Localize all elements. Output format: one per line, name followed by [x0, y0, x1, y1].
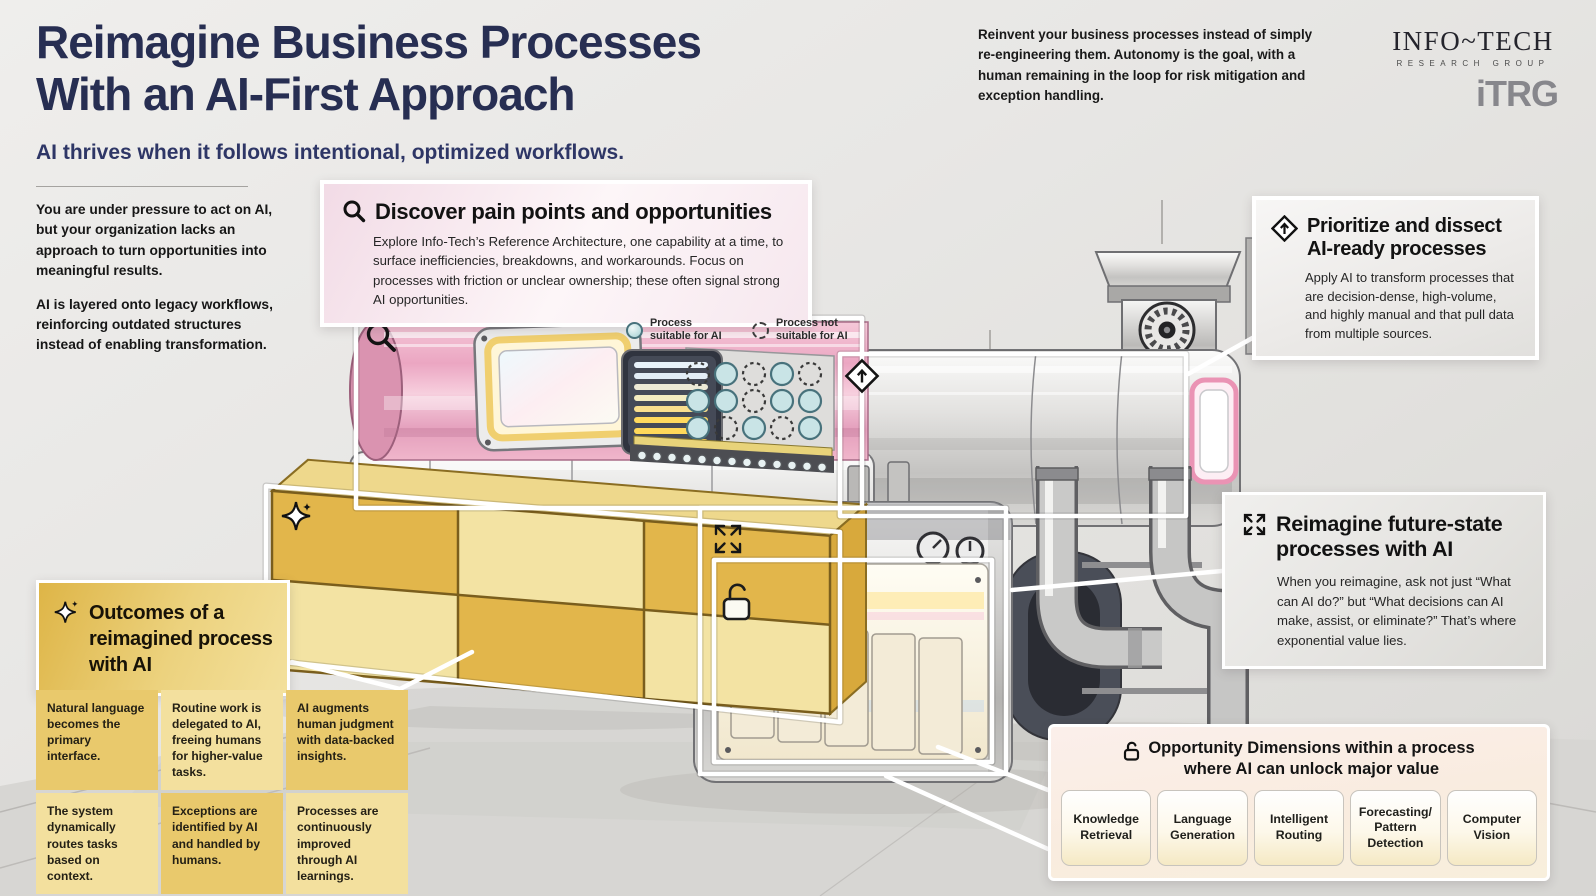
card-prioritize-title: Prioritize and dissect AI-ready processe…	[1307, 215, 1502, 260]
not-suitable-dot-icon	[752, 321, 769, 339]
brand-acronym: iTRG	[1476, 73, 1559, 114]
page-subtitle: AI thrives when it follows intentional, …	[36, 141, 625, 164]
left-note-paragraph-2: AI is layered onto legacy workflows, rei…	[36, 296, 273, 353]
left-note: You are under pressure to act on AI, but…	[36, 200, 292, 369]
card-outcomes-title: Outcomes of a reimagined process with AI	[89, 602, 273, 676]
opportunity-title-line2: where AI can unlock major value	[1183, 760, 1440, 779]
legend-not-suitable-label: Process not suitable for AI	[776, 317, 848, 343]
left-note-divider	[36, 186, 248, 187]
outcome-cell: AI augments human judgment with data-bac…	[286, 690, 408, 791]
outcome-cell: Exceptions are identified by AI and hand…	[161, 793, 283, 894]
card-reimagine-body: When you reimagine, ask not just “What c…	[1277, 573, 1517, 649]
brand-logo: INFO~TECH RESEARCH GROUP iTRG	[1384, 26, 1562, 115]
machine-icons	[281, 322, 880, 621]
left-note-paragraph-1: You are under pressure to act on AI, but…	[36, 202, 273, 279]
outcome-cell: Natural language becomes the primary int…	[36, 690, 158, 791]
crates	[269, 458, 869, 717]
dimension-cell: Forecasting/ Pattern Detection	[1350, 790, 1441, 867]
outcome-cell: The system dynamically routes tasks base…	[36, 793, 158, 894]
page-title-line1: Reimagine Business Processes	[36, 16, 702, 68]
open-lock-icon	[722, 583, 751, 621]
card-outcomes: Outcomes of a reimagined process with AI	[36, 580, 290, 696]
dimension-cell: Knowledge Retrieval	[1061, 790, 1152, 867]
outcome-cell: Processes are continuously improved thro…	[286, 793, 408, 894]
card-reimagine-title: Reimagine future-state processes with AI	[1276, 512, 1503, 562]
card-discover: Discover pain points and opportunities E…	[320, 180, 812, 327]
outcome-cell: Routine work is delegated to AI, freeing…	[161, 690, 283, 791]
legend-item-not-suitable: Process not suitable for AI	[752, 317, 860, 344]
chimney	[1094, 237, 1261, 359]
dimension-cell: Computer Vision	[1446, 790, 1538, 867]
card-discover-title: Discover pain points and opportunities	[375, 199, 772, 224]
card-discover-body: Explore Info-Tech’s Reference Architectu…	[373, 234, 784, 308]
diamond-arrow-icon	[1271, 215, 1298, 242]
brand-name: INFO~TECH	[1392, 26, 1554, 56]
card-prioritize-body: Apply AI to transform processes that are…	[1305, 270, 1514, 341]
page-title-line2: With an AI-First Approach	[36, 68, 576, 121]
opportunity-dimensions: Knowledge Retrieval Language Generation …	[1061, 790, 1538, 867]
card-opportunity-title: Opportunity Dimensions within a process …	[1148, 738, 1474, 780]
card-reimagine: Reimagine future-state processes with AI…	[1222, 492, 1546, 669]
open-lock-icon	[1123, 741, 1140, 761]
dimension-cell: Intelligent Routing	[1253, 790, 1345, 867]
intro-quote: Reinvent your business processes instead…	[978, 27, 1313, 104]
expand-icon	[1242, 512, 1267, 537]
process-dots	[685, 361, 823, 441]
card-opportunity: Opportunity Dimensions within a process …	[1048, 724, 1550, 882]
dimension-cell: Language Generation	[1157, 790, 1248, 867]
legend-item-suitable: Process suitable for AI	[626, 317, 734, 344]
sparkle-icon	[281, 501, 311, 531]
opportunity-title-line1: Opportunity Dimensions within a process	[1148, 739, 1475, 757]
page-title: Reimagine Business Processes With an AI-…	[36, 16, 906, 121]
suitable-dot-icon	[626, 321, 643, 339]
sorting-panel	[621, 347, 835, 473]
process-legend: Process suitable for AI Process not suit…	[626, 317, 860, 344]
outcomes-grid: Natural language becomes the primary int…	[36, 690, 408, 894]
brand-subname: RESEARCH GROUP	[1396, 59, 1550, 68]
card-prioritize: Prioritize and dissect AI-ready processe…	[1252, 196, 1539, 361]
magnifier-icon	[342, 199, 366, 223]
expand-icon	[714, 524, 742, 554]
diamond-arrow-icon	[844, 358, 880, 394]
magnifier-icon	[366, 322, 396, 352]
legend-suitable-label: Process suitable for AI	[650, 317, 722, 343]
sparkle-icon	[54, 600, 80, 626]
